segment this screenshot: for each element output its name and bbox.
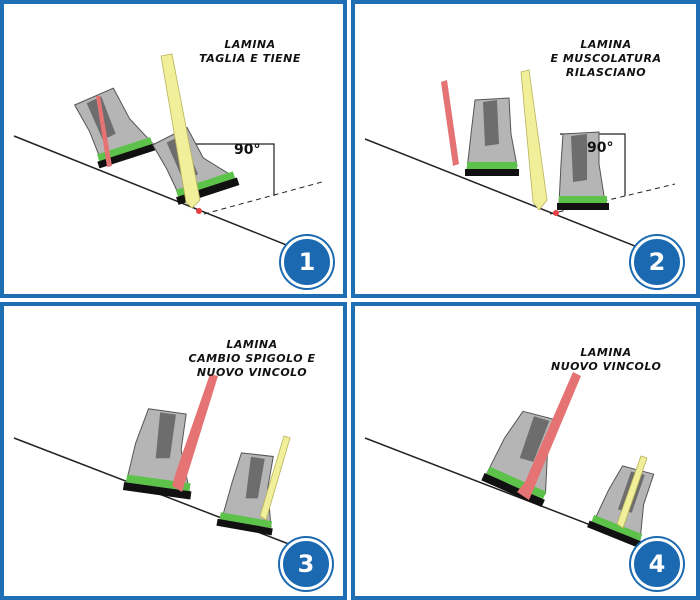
yellow-arrow xyxy=(616,455,648,529)
panel-1-drawing xyxy=(13,53,323,253)
step-badge-3: 3 xyxy=(280,538,332,590)
panel-1: LAMINA TAGLIA E TIENE 90° 1 xyxy=(0,0,347,298)
contact-point xyxy=(553,210,559,216)
red-arrow xyxy=(172,374,218,492)
step-badge-1: 1 xyxy=(281,236,333,288)
right-angle-bracket xyxy=(194,143,275,196)
angle-label: 90° xyxy=(234,142,261,158)
panel-2-drawing xyxy=(364,69,676,255)
panel-1-caption: LAMINA TAGLIA E TIENE xyxy=(199,38,301,65)
boot-1 xyxy=(73,87,157,169)
boot-1 xyxy=(465,97,519,176)
panel-3-caption: LAMINA CAMBIO SPIGOLO E NUOVO VINCOLO xyxy=(188,338,316,379)
yellow-arrow xyxy=(160,53,201,209)
panel-4-caption: LAMINA NUOVO VINCOLO xyxy=(551,346,662,373)
panel-3-drawing xyxy=(13,374,295,547)
boot-2 xyxy=(216,452,274,536)
panel-2-caption: LAMINA E MUSCOLATURA RILASCIANO xyxy=(550,38,662,79)
step-badge-2: 2 xyxy=(631,236,683,288)
boot-2 xyxy=(557,131,609,210)
panel-3: LAMINA CAMBIO SPIGOLO E NUOVO VINCOLO 3 xyxy=(0,302,347,600)
contact-point xyxy=(196,208,202,214)
panel-4: LAMINA NUOVO VINCOLO 4 xyxy=(351,302,700,600)
yellow-arrow xyxy=(259,435,291,521)
red-arrow xyxy=(441,80,459,166)
panel-2: LAMINA E MUSCOLATURA RILASCIANO 90° 2 xyxy=(351,0,700,298)
yellow-arrow xyxy=(520,69,548,211)
red-arrow xyxy=(517,372,581,500)
red-arrow xyxy=(96,96,112,167)
slope-line xyxy=(364,138,656,255)
panel-4-drawing xyxy=(364,372,655,549)
angle-label: 90° xyxy=(587,140,614,156)
slope-line xyxy=(13,135,305,253)
dashed-horizontal xyxy=(203,181,323,215)
step-badge-4: 4 xyxy=(631,538,683,590)
